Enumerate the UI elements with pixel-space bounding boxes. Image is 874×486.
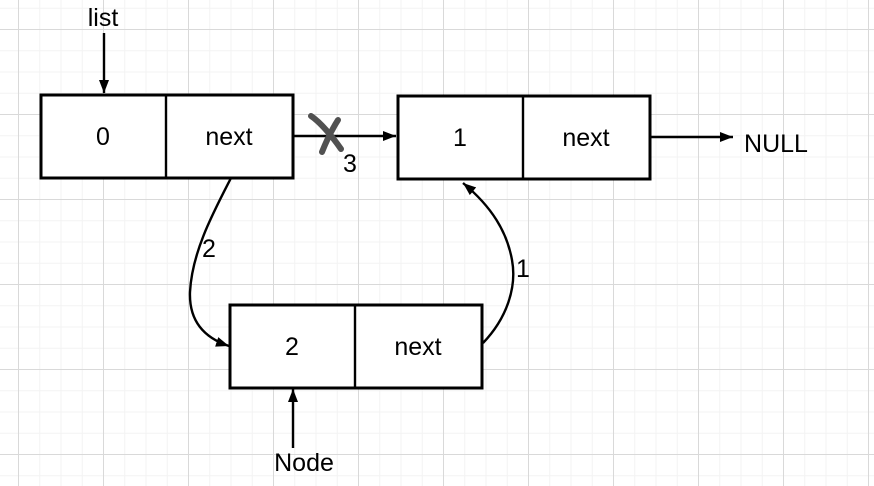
x-mark-icon[interactable] (308, 113, 344, 155)
step-label-2: 2 (202, 235, 216, 263)
head-to-new-node-arrow (188, 177, 233, 348)
x-mark-stroke-1 (308, 113, 344, 152)
node1-value: 1 (453, 124, 467, 152)
null-link[interactable]: NULL (650, 130, 808, 158)
new-node-to-next-link[interactable]: 1 (462, 182, 530, 344)
step-label-3[interactable]: 3 (343, 150, 357, 178)
node-pointer[interactable]: Node (274, 389, 334, 477)
new-node-to-next-arrow (462, 182, 515, 344)
head-to-new-node-link[interactable]: 2 (188, 177, 233, 348)
linked-list-node-0[interactable]: 0 next (39, 93, 295, 180)
node-pointer-label: Node (274, 449, 334, 477)
list-pointer-label: list (88, 4, 119, 32)
node0-value: 0 (96, 123, 110, 151)
step-label-1: 1 (516, 255, 530, 283)
node0-next-label: next (205, 123, 252, 151)
node2-next-label: next (394, 333, 441, 361)
linked-list-node-1[interactable]: 1 next (396, 94, 652, 181)
node2-value: 2 (285, 333, 299, 361)
null-label: NULL (744, 130, 808, 158)
x-mark-stroke-2 (319, 117, 341, 155)
linked-list-node-2[interactable]: 2 next (228, 303, 484, 390)
node1-next-label: next (562, 124, 609, 152)
list-pointer[interactable]: list (88, 4, 119, 93)
